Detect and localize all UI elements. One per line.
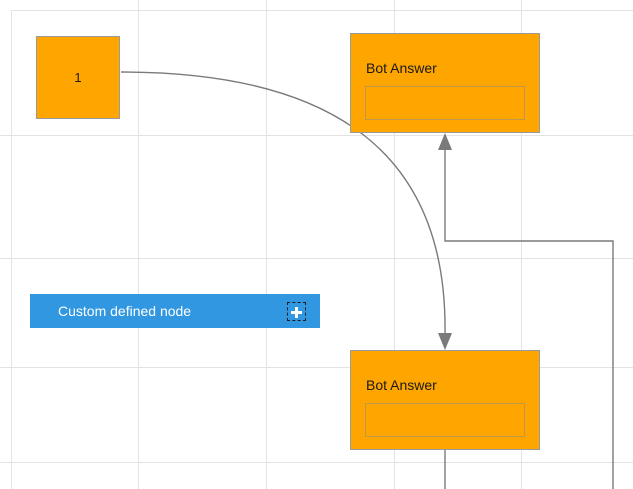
node-start[interactable]: 1 bbox=[36, 36, 120, 119]
node-title: Bot Answer bbox=[366, 377, 437, 393]
node-slot-field[interactable] bbox=[365, 86, 525, 120]
palette-item-custom-defined-node[interactable]: Custom defined node bbox=[30, 294, 320, 328]
node-slot-field[interactable] bbox=[365, 403, 525, 437]
node-bot-answer-bottom[interactable]: Bot Answer bbox=[350, 350, 540, 450]
node-bot-answer-top[interactable]: Bot Answer bbox=[350, 33, 540, 133]
plus-icon[interactable] bbox=[287, 301, 306, 321]
node-start-label: 1 bbox=[74, 70, 82, 85]
node-title: Bot Answer bbox=[366, 60, 437, 76]
arrowhead-up-icon bbox=[438, 133, 452, 150]
edge-start-to-bot-bottom[interactable] bbox=[120, 71, 446, 336]
arrowhead-down-icon bbox=[438, 333, 452, 350]
edge-loopback-to-bot-top[interactable] bbox=[444, 150, 614, 489]
palette-item-label: Custom defined node bbox=[58, 303, 192, 319]
